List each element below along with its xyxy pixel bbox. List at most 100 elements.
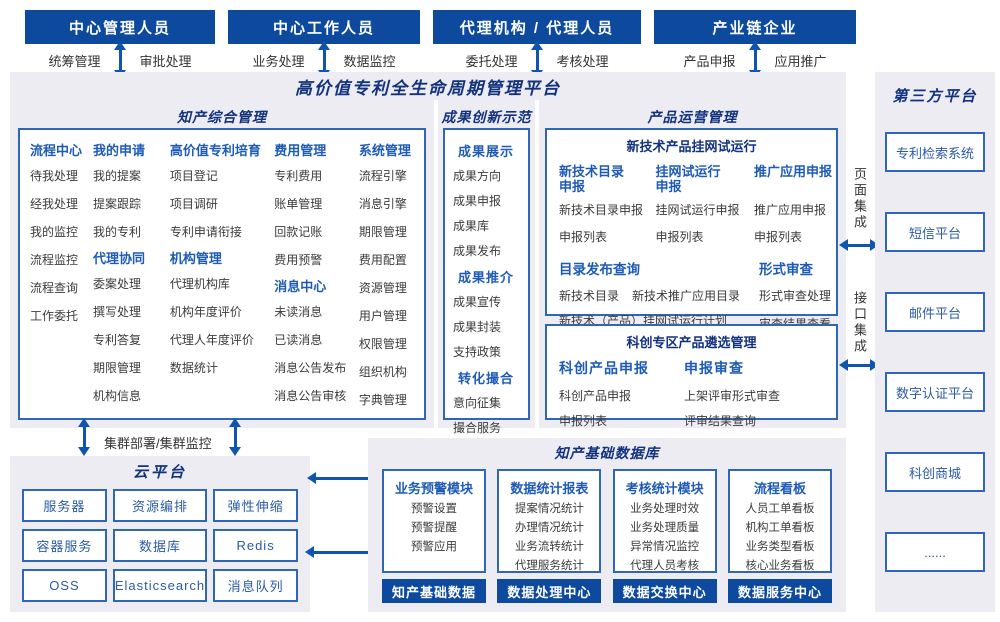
module-item: 业务处理时效 (630, 503, 700, 515)
module-group-heading: 新技术目录 申报 (559, 164, 625, 194)
module-column: 费用管理 专利费用账单管理回款记账费用预警 消息中心 未读消息已读消息消息公告发… (274, 140, 359, 414)
module-group-heading: 代理协同 (93, 251, 146, 266)
actor-group: 中心管理人员 统筹管理 审批处理 (25, 10, 215, 79)
module-item-list: 新技术目录申报申报列表 (559, 201, 656, 245)
cloud-service-box: 容器服务 (22, 529, 107, 562)
trial-run-columns: 新技术目录 申报 新技术目录申报申报列表 挂网试运行 申报 挂网试运行申报申报列… (547, 155, 836, 255)
actor-title: 中心工作人员 (228, 10, 420, 44)
module-group-heading: 考核统计模块 (625, 481, 704, 496)
actor-group: 中心工作人员 业务处理 数据监控 (228, 10, 420, 79)
vertical-double-arrow-icon (530, 41, 543, 79)
module-item: 核心业务看板 (745, 560, 815, 572)
module-group: 成果展示 成果方向成果申报成果库成果发布 (453, 141, 528, 259)
module-column: 科创产品申报 科创产品申报申报列表 (559, 355, 684, 437)
third-party-list: 专利检索系统短信平台邮件平台数字认证平台科创商城...... (875, 132, 995, 572)
module-item: 未读消息 (274, 305, 323, 319)
actor-capability-right: 数据监控 (343, 54, 396, 69)
database-module: 考核统计模块 业务处理时效业务处理质量异常情况监控代理人员考核 数据交换中心 (612, 469, 717, 603)
section-title: 成果创新示范 (441, 109, 532, 125)
module-item: 异常情况监控 (630, 541, 700, 553)
module-group-heading: 数据统计报表 (510, 481, 589, 496)
third-party-platform-box: 科创商城 (885, 452, 985, 492)
module-item-list: 业务处理时效业务处理质量异常情况监控代理人员考核 (615, 503, 715, 572)
module-item: 预警设置 (411, 503, 457, 515)
actor-capability-labels: 委托处理 考核处理 (433, 41, 641, 79)
actor-capability-right: 审批处理 (139, 54, 192, 69)
actor-group: 产业链企业 产品申报 应用推广 (654, 10, 856, 79)
module-item-list: 成果方向成果申报成果库成果发布 (453, 167, 528, 259)
module-item: 机构信息 (93, 389, 142, 403)
module-item-list: 科创产品申报申报列表 (559, 387, 684, 429)
module-item: 成果库 (453, 219, 490, 233)
module-item-list: 专利费用账单管理回款记账费用预警 (274, 167, 359, 268)
actor-capability-left: 委托处理 (465, 54, 518, 69)
module-item: 专利申请衔接 (169, 225, 242, 239)
module-item: 机构年度评价 (169, 305, 242, 319)
module-column: 流程中心 待我处理经我处理我的监控流程监控流程查询工作委托 (30, 140, 93, 414)
module-item: 字典管理 (358, 393, 407, 407)
module-column: 我的申请 我的提案提案跟踪我的专利 代理协同 委案处理撰写处理专利答复期限管理机… (93, 140, 170, 414)
section-product-ops: 产品运营管理 新技术产品挂网试运行 新技术目录 申报 新技术目录申报申报列表 挂… (539, 100, 846, 428)
module-item: 业务处理质量 (630, 522, 700, 534)
module-item: 挂网试运行申报 (655, 203, 740, 217)
cloud-service-box: 消息队列 (213, 569, 298, 602)
third-party-platform-box: 数字认证平台 (885, 372, 985, 412)
module-item: 消息公告发布 (274, 361, 347, 375)
module-item-list: 推广应用申报申报列表 (754, 201, 836, 245)
actor-header-row: 中心管理人员 统筹管理 审批处理 中心工作人员 业务处理 数据监控 代理机构 /… (25, 10, 856, 79)
actor-capability-left: 业务处理 (252, 54, 305, 69)
module-group-heading: 成果展示 (458, 144, 515, 159)
module-group: 高价值专利培育 项目登记项目调研专利申请衔接 (170, 143, 274, 240)
horizontal-double-arrow-icon (839, 359, 879, 371)
module-item: 项目登记 (169, 169, 218, 183)
module-item: 代理服务统计 (514, 560, 584, 572)
horizontal-double-arrow-icon (305, 546, 379, 558)
module-item: 我的提案 (93, 169, 142, 183)
module-group-heading: 我的申请 (93, 143, 146, 158)
platform-title-band: 高价值专利全生命周期管理平台 (10, 72, 846, 100)
ip-management-box: 流程中心 待我处理经我处理我的监控流程监控流程查询工作委托 我的申请 我的提案提… (18, 128, 426, 420)
api-integration-label: 接口集成 (852, 291, 867, 355)
database-module: 业务预警模块 预警设置预警提醒预警应用 知产基础数据 (382, 469, 486, 603)
module-item: 机构工单看板 (745, 522, 815, 534)
module-group-heading: 机构管理 (169, 251, 222, 266)
vertical-double-arrow-icon (748, 41, 761, 79)
vertical-double-arrow-icon (229, 418, 241, 456)
module-group-heading: 业务预警模块 (394, 481, 473, 496)
database-module-box: 业务预警模块 预警设置预警提醒预警应用 (382, 469, 486, 573)
module-item: 费用配置 (358, 253, 407, 267)
third-party-platform-box: ...... (885, 532, 985, 572)
database-module-box: 数据统计报表 提案情况统计办理情况统计业务流转统计代理服务统计 (497, 469, 602, 573)
vertical-double-arrow-icon (113, 41, 126, 79)
module-group-heading: 流程中心 (30, 143, 83, 158)
module-item-list: 代理机构库机构年度评价代理人年度评价数据统计 (170, 275, 274, 376)
module-item: 用户管理 (358, 309, 407, 323)
section-title: 产品运营管理 (647, 109, 738, 125)
module-item-list: 上架评审形式审查评审结果查询 (684, 387, 780, 429)
module-item-list: 人员工单看板机构工单看板业务类型看板核心业务看板 (730, 503, 830, 572)
platform-title: 高价值专利全生命周期管理平台 (295, 78, 561, 98)
module-item: 成果发布 (453, 244, 502, 258)
module-column: 挂网试运行 申报 挂网试运行申报申报列表 (656, 161, 754, 255)
trial-run-box: 新技术产品挂网试运行 新技术目录 申报 新技术目录申报申报列表 挂网试运行 申报… (545, 128, 838, 331)
module-item: 科创产品申报 (559, 389, 632, 403)
actor-capability-right: 应用推广 (774, 54, 827, 69)
module-column: 高价值专利培育 项目登记项目调研专利申请衔接 机构管理 代理机构库机构年度评价代… (170, 140, 274, 414)
module-item: 消息引擎 (358, 197, 407, 211)
cluster-label: 集群部署/集群监控 (104, 436, 212, 451)
actor-capability-left: 产品申报 (683, 54, 736, 69)
section-ip-management: 知产综合管理 流程中心 待我处理经我处理我的监控流程监控流程查询工作委托 我的申… (10, 100, 434, 428)
module-column: 新技术目录 申报 新技术目录申报申报列表 (559, 161, 656, 255)
module-item: 项目调研 (169, 197, 218, 211)
module-column: 申报审查 上架评审形式审查评审结果查询 (684, 355, 780, 437)
module-item: 经我处理 (30, 197, 79, 211)
module-item-list: 委案处理撰写处理专利答复期限管理机构信息 (93, 275, 170, 404)
module-item: 新技术目录 (559, 289, 620, 303)
database-module-box: 考核统计模块 业务处理时效业务处理质量异常情况监控代理人员考核 (612, 469, 717, 573)
module-item: 形式审查处理 (759, 289, 832, 303)
module-item: 业务流转统计 (514, 541, 584, 553)
actor-capability-right: 考核处理 (556, 54, 609, 69)
database-module: 流程看板 人员工单看板机构工单看板业务类型看板核心业务看板 数据服务中心 (727, 469, 832, 603)
